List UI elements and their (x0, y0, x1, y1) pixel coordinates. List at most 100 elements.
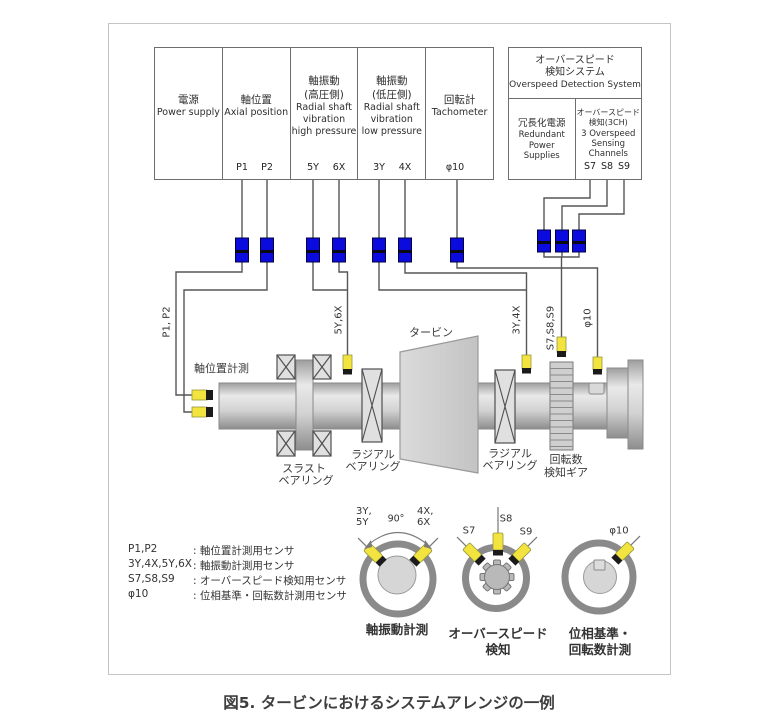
wires-bottom (175, 252, 599, 413)
caption-overspeed-1: オーバースピード (448, 626, 548, 641)
speed-detection-gear (549, 361, 574, 451)
pin-3y: 3Y (373, 162, 385, 173)
probe-p2-icon (191, 406, 213, 418)
pin-4x: 4X (398, 162, 412, 173)
radial-bearing-2 (494, 369, 516, 444)
keyway-notch-detail (593, 559, 606, 571)
connector-6x (332, 237, 346, 263)
ods-sense-en3: Channels (588, 148, 628, 159)
box-vib-lp-en2: vibration (370, 114, 413, 126)
pin-s9: S9 (617, 161, 631, 172)
thrust-bearing (276, 354, 332, 457)
label-radial-bearing2-2: ベアリング (482, 459, 538, 472)
turbine-casing (399, 335, 479, 474)
probe-p1-icon (191, 389, 213, 401)
wire-label-s789: S7,S8,S9 (545, 305, 557, 351)
probe-phi10-icon (592, 356, 603, 375)
connector-p1 (235, 237, 249, 263)
label-speed-gear-1: 回転数 (549, 453, 583, 466)
label-s9: S9 (519, 526, 533, 538)
shaft-cross-section (377, 555, 417, 595)
arc-arrow-left (364, 540, 372, 549)
ods-sense-en1: 3 Overspeed (581, 128, 636, 139)
figure-caption: 図5. タービンにおけるシステムアレンジの一例 (223, 694, 555, 712)
ods-title-en: Overspeed Detection System (509, 79, 641, 90)
connector-5y (306, 237, 320, 263)
wire-label-5y6x: 5Y,6X (333, 305, 345, 335)
label-vib-left-sensors: 3Y, 5Y (356, 506, 372, 528)
connector-phi10 (450, 237, 464, 263)
ods-title: オーバースピード 検知システム Overspeed Detection Syst… (509, 48, 641, 99)
label-vib-right-sensors: 4X, 6X (417, 506, 433, 528)
legend-key-4: φ10 (128, 588, 149, 600)
detail-circle-vibration (353, 532, 443, 618)
box-power-jp: 電源 (177, 93, 199, 106)
connector-s8 (555, 229, 569, 253)
keyway-notch (588, 382, 605, 395)
legend-key-2: 3Y,4X,5Y,6X (128, 558, 192, 570)
wire-label-phi10: φ10 (582, 308, 594, 328)
connector-s7 (537, 229, 551, 253)
arc-arrow-right (424, 540, 432, 549)
caption-vibration-measurement: 軸振動計測 (365, 622, 429, 637)
shaft-assembly (218, 335, 644, 474)
detail-circle-overspeed (452, 507, 542, 612)
legend-desc-3: : オーバースピード検知用センサ (193, 575, 347, 587)
connector-4x (398, 237, 412, 263)
probe-s789-icon (556, 336, 567, 357)
thrust-collar (295, 359, 314, 451)
box-vib-lp-en1: Radial shaft (363, 102, 420, 114)
ods-power-en3: Supplies (523, 150, 560, 161)
box-tachometer: 回転計 Tachometer (425, 48, 493, 179)
legend-desc-1: : 軸位置計測用センサ (193, 545, 295, 557)
pin-5y: 5Y (307, 162, 319, 173)
box-axial-en: Axial position (224, 107, 289, 119)
label-s8: S8 (499, 513, 513, 525)
box-vib-hp-en3: high pressure (291, 126, 357, 138)
label-s7: S7 (462, 525, 476, 537)
ods-sensing-cell: オーバースピード 検知(3CH) 3 Overspeed Sensing Cha… (574, 99, 642, 180)
probe-5y6x-icon (342, 354, 353, 375)
connector-s9 (572, 229, 586, 253)
label-thrust-bearing-1: スラスト (282, 462, 326, 475)
box-vibration-lp: 軸振動 (低圧側) Radial shaft vibration low pre… (357, 48, 425, 179)
box-vib-hp-en1: Radial shaft (295, 102, 353, 114)
label-radial-bearing1-2: ベアリング (345, 460, 401, 473)
ods-title-jp1: オーバースピード (535, 54, 615, 66)
connector-p2 (260, 237, 274, 263)
box-vib-lp-jp2: (低圧側) (371, 88, 412, 101)
ods-redundant-power-cell: 冗長化電源 Redundant Power Supplies (509, 99, 575, 180)
box-vib-hp-en2: vibration (302, 114, 346, 126)
box-vib-hp-jp1: 軸振動 (308, 75, 340, 88)
legend-desc-4: : 位相基準・回転数計測用センサ (193, 590, 347, 602)
box-vib-lp-jp1: 軸振動 (376, 75, 408, 88)
ods-title-jp2: 検知システム (545, 67, 605, 79)
ods-sense-en2: Sensing (591, 138, 626, 149)
box-axial-position: 軸位置 Axial position (221, 48, 290, 179)
connector-3y (372, 237, 386, 263)
label-radial-bearing2-1: ラジアル (488, 447, 532, 460)
wire-label-p1p2: P1, P2 (161, 306, 173, 338)
caption-overspeed-2: 検知 (485, 642, 511, 657)
legend-key-3: S7,S8,S9 (128, 573, 175, 585)
angle-arc (367, 532, 429, 546)
label-90deg: 90° (387, 513, 405, 525)
label-radial-bearing1-1: ラジアル (351, 448, 395, 461)
label-phi10-detail: φ10 (609, 525, 629, 537)
caption-phase-2: 回転数計測 (568, 642, 632, 657)
label-axial-measurement: 軸位置計測 (194, 362, 249, 375)
overspeed-detection-system-box: オーバースピード 検知システム Overspeed Detection Syst… (508, 47, 642, 180)
ods-power-jp: 冗長化電源 (517, 118, 566, 130)
signal-connectors (235, 229, 586, 263)
pin-s8: S8 (600, 161, 614, 172)
instrument-rack: 電源 Power supply 軸位置 Axial position 軸振動 (… (154, 47, 494, 180)
label-thrust-bearing-2: ベアリング (278, 474, 334, 487)
box-vibration-hp: 軸振動 (高圧側) Radial shaft vibration high pr… (289, 48, 358, 179)
coupling-flange (627, 359, 644, 450)
detail-circle-phase (561, 531, 645, 615)
wires-top (241, 180, 625, 238)
label-5y: 5Y (356, 517, 369, 528)
box-power-supply: 電源 Power supply (155, 48, 222, 179)
wire-label-3y4x: 3Y,4X (511, 305, 523, 335)
